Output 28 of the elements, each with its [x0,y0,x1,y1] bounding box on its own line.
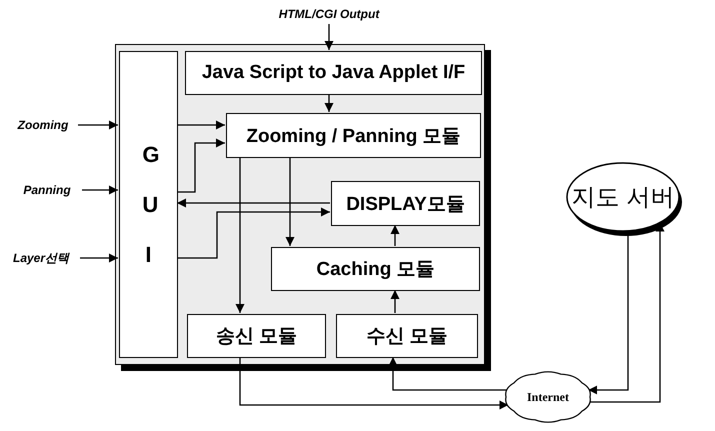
arrow [177,208,330,259]
arrow [390,225,400,246]
output-label: HTML/CGI Output [279,6,379,22]
arrow [286,157,294,246]
internet-cloud: Internet [505,372,591,422]
arrow [80,254,118,262]
arrow [177,138,225,193]
arrow [388,357,508,391]
arrow [82,186,118,194]
input-label: Panning [14,182,80,198]
input-label: Zooming [10,117,76,133]
arrow [324,94,334,112]
arrow [239,357,508,410]
gui-panel: G U I [119,51,178,358]
arrow [177,198,330,208]
module-box: Java Script to Java Applet I/F [185,51,482,95]
module-box: DISPLAY모듈 [331,181,480,226]
module-box: Zooming / Panning 모듈 [226,113,481,158]
module-box: 수신 모듈 [336,314,478,358]
arrow [390,290,400,313]
module-box: Caching 모듈 [271,247,480,291]
server-ellipse: 지도 서버 [565,160,681,234]
arrow [78,120,118,130]
input-label: Layer선택 [4,250,78,266]
arrow [236,157,244,313]
arrow [177,120,225,130]
module-box: 송신 모듈 [187,314,326,358]
arrow [324,24,334,50]
